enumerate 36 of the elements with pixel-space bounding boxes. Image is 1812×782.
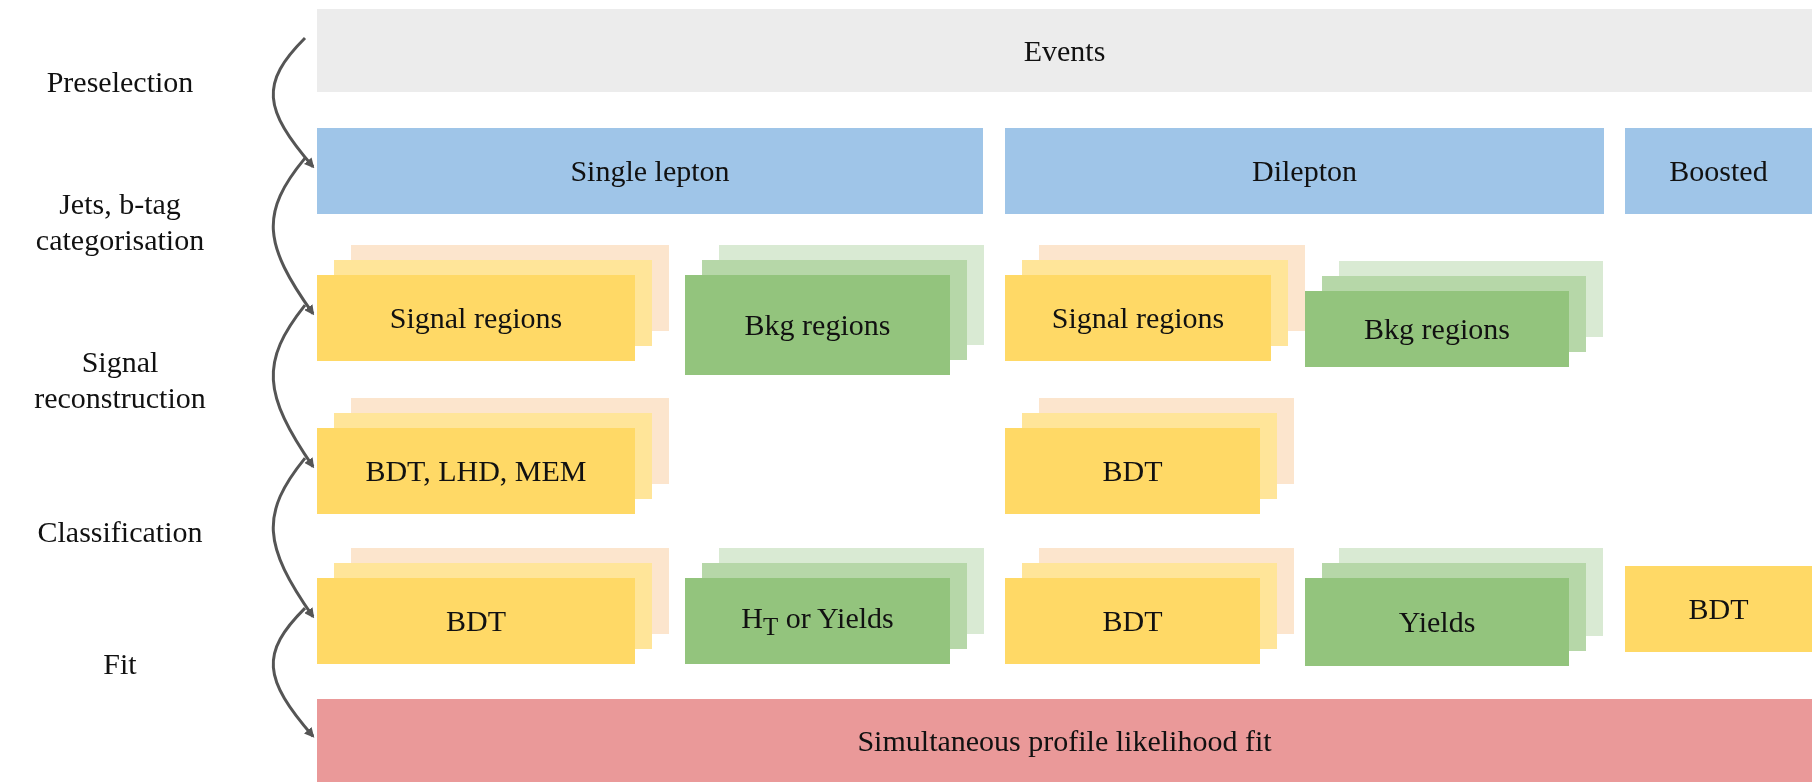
category-band: Single lepton (317, 128, 983, 214)
card-label: BDT (1102, 454, 1163, 488)
card-stack (685, 245, 984, 375)
card-stack (317, 548, 669, 664)
card-label: Signal regions (389, 301, 563, 335)
card-label: Yields (1398, 605, 1476, 639)
result-band: Simultaneous profile likelihood fit (317, 699, 1812, 782)
card-stack (317, 398, 669, 514)
card-label: Bkg regions (1364, 312, 1510, 346)
card-stack (1305, 261, 1603, 367)
card-label: Signal regions (1051, 301, 1225, 335)
card-stack (1005, 398, 1294, 514)
curved-arrow (271, 157, 315, 316)
curved-arrow (271, 457, 315, 619)
card-label: Bkg regions (744, 308, 891, 342)
curved-arrow (271, 304, 315, 469)
card-label: H$_{T}$ or Yields (741, 601, 894, 641)
category-band: Boosted (1625, 128, 1812, 214)
card-stack (317, 245, 669, 361)
card-stack (1305, 548, 1603, 666)
card-stack (1005, 245, 1305, 361)
edge-label: Fit (102, 646, 138, 682)
region-card: BDT (1625, 566, 1812, 652)
card-label: BDT (1102, 604, 1163, 638)
card-stack (1005, 548, 1294, 664)
card-stack (685, 548, 984, 664)
header-band: Events (317, 9, 1812, 92)
curved-arrow (271, 37, 315, 169)
edge-label: Classification (36, 514, 204, 550)
edge-label: Jets, b-tag categorisation (34, 186, 206, 258)
edge-label: Preselection (45, 64, 195, 100)
curved-arrow (271, 607, 315, 738)
card-label: BDT (446, 604, 506, 638)
edge-label: Signal reconstruction (33, 344, 207, 416)
category-band: Dilepton (1005, 128, 1604, 214)
card-label: BDT, LHD, MEM (365, 454, 587, 488)
